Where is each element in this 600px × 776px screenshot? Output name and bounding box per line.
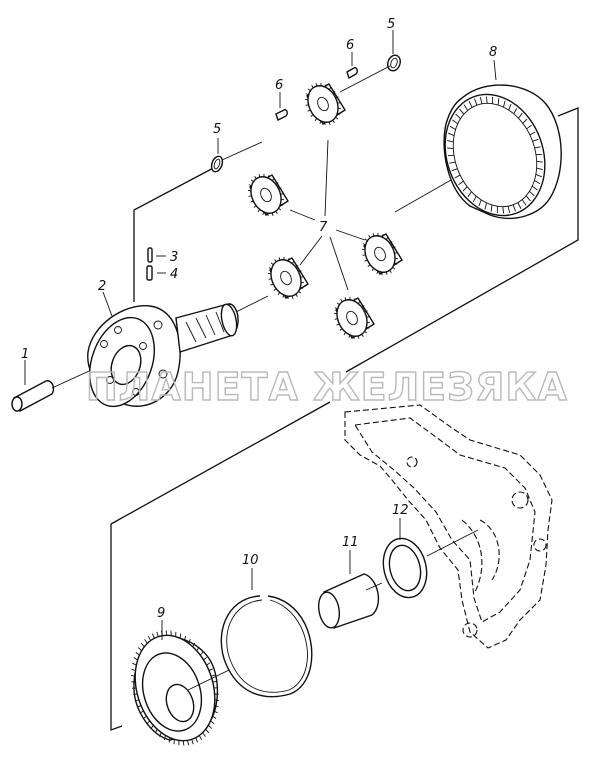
planet-gear: [304, 82, 346, 126]
callout-9: 9: [157, 606, 165, 621]
planet-gear: [361, 232, 403, 276]
part-2-planet-carrier: [87, 295, 269, 408]
part-11-bushing: [317, 573, 383, 629]
part-4-pin: [146, 265, 153, 281]
watermark: ПЛАНЕТА ЖЕЛЕЗЯКА: [86, 365, 568, 409]
callout-5-right: 5: [387, 17, 395, 32]
part-5-snap-ring: [210, 155, 224, 173]
planet-gear: [247, 173, 289, 217]
callout-2: 2: [98, 279, 106, 294]
part-7-planet-gears: [247, 82, 403, 340]
callout-5-left: 5: [213, 122, 221, 137]
callout-6-right: 6: [346, 38, 354, 53]
callout-12: 12: [392, 503, 409, 518]
leader-lines: [24, 30, 497, 640]
callout-labels: 1 2 3 4 5 5 6 6 7 8 9 10 11 12: [21, 17, 497, 621]
part-6-pin: [275, 108, 288, 121]
part-6-pin: [346, 66, 358, 80]
part-5-snap-ring: [387, 54, 401, 72]
planet-gear: [333, 296, 375, 340]
callout-11: 11: [342, 535, 359, 550]
part-8-ring-gear: [443, 84, 562, 220]
callout-4: 4: [170, 267, 178, 282]
part-3-pin: [147, 247, 153, 263]
part-7-leader-lines: [289, 139, 366, 291]
planet-gear: [267, 256, 309, 300]
part-10-retaining-ring: [220, 595, 313, 698]
part-12-friction-ring: [382, 529, 479, 599]
callout-7: 7: [319, 220, 328, 235]
callout-10: 10: [242, 553, 259, 568]
callout-3: 3: [170, 250, 178, 265]
callout-6-left: 6: [275, 78, 283, 93]
transmission-housing: [344, 404, 553, 649]
callout-8: 8: [489, 45, 497, 60]
assembly-frame-lines: [110, 107, 579, 731]
callout-1: 1: [21, 347, 29, 362]
